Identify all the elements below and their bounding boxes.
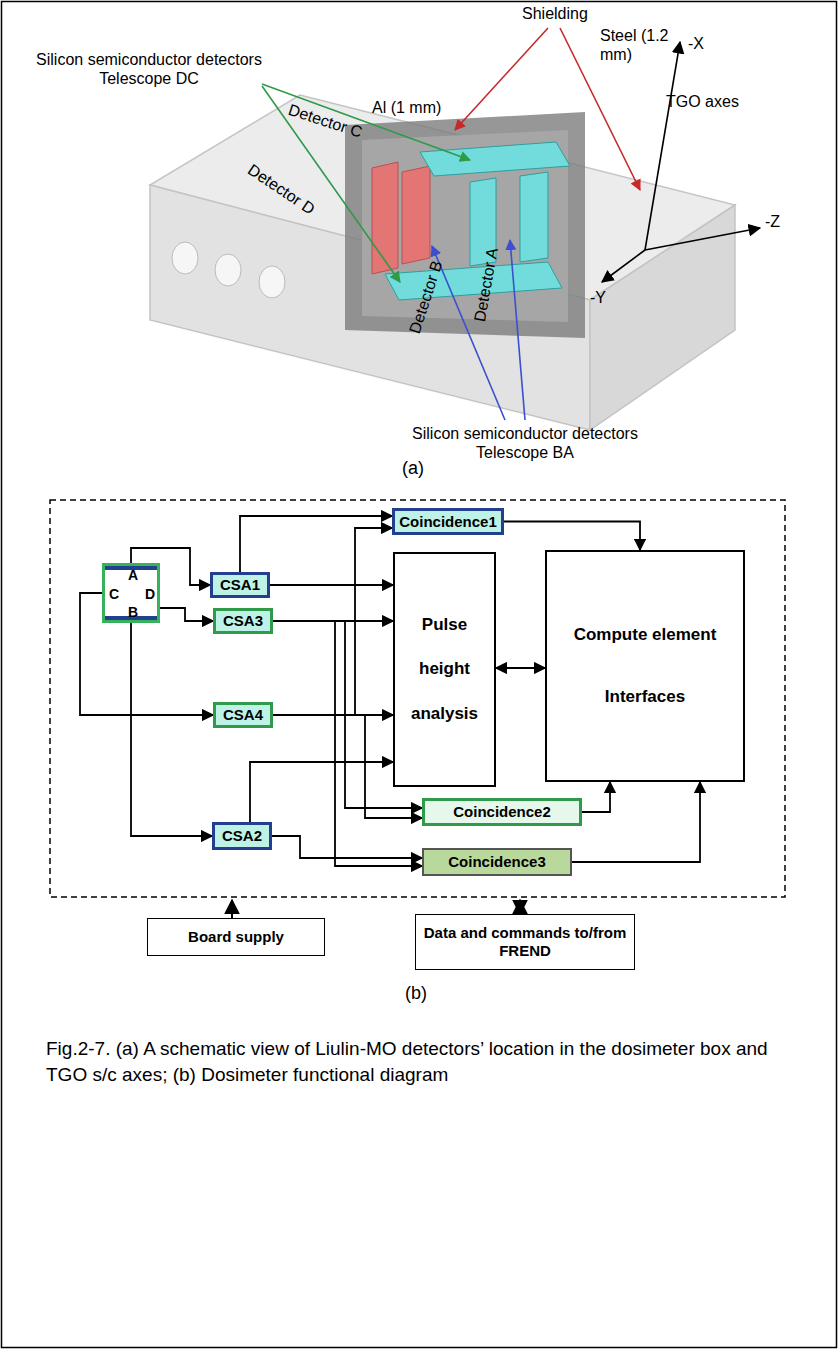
node-text: Compute element [574,625,717,645]
signal-connector [272,836,422,858]
supply-box: Board supply [147,918,325,956]
amplifier-box: CSA1 [210,572,270,598]
node-text: CSA1 [220,576,260,594]
signal-connector [582,782,610,812]
node-text: A [128,567,138,584]
coincidence-box: Coincidence1 [392,508,504,535]
node-text: B [128,604,138,621]
annotation-label: -X [688,34,704,53]
annotation-label: -Z [765,212,780,231]
node-text: Board supply [188,928,284,946]
annotation-label: Silicon semiconductor detectors Telescop… [385,424,665,462]
node-text: Pulse height analysis [395,603,494,736]
node-text: CSA3 [223,612,263,630]
node-text: CSA4 [223,706,263,724]
signal-connector [240,516,392,572]
node-text: Interfaces [605,687,685,707]
axes [602,42,760,282]
node-text: Data and commands to/from FREND [416,924,634,960]
signal-connector [496,667,545,669]
figure-caption: Fig.2-7. (a) A schematic view of Liulin-… [46,1036,798,1087]
interface-box: Data and commands to/from FREND [415,914,635,970]
annotation-label: Silicon semiconductor detectors Telescop… [36,50,262,88]
supply-arrow [231,900,233,918]
annotation-label: Steel (1.2 mm) [600,26,680,64]
annotation-label: Al (1 mm) [372,98,441,117]
annotation-label: (a) [402,458,424,480]
node-text: Coincidence3 [448,853,546,871]
signal-connector [250,762,393,822]
signal-connector [270,584,393,586]
amplifier-box: CSA2 [212,822,272,850]
detector-plates [372,142,570,300]
annotation-label: TGO axes [666,92,739,111]
signal-connector [504,522,640,551]
annotation-label: (b) [405,983,427,1005]
node-text: D [145,586,155,603]
node-text: CSA2 [222,827,262,845]
leader-lines [262,28,640,420]
signal-connector [160,608,213,621]
coincidence-box: Coincidence2 [422,798,582,826]
detector-block: AC DB [102,563,160,623]
coincidence-box: Coincidence3 [422,848,572,876]
amplifier-box: CSA4 [213,702,273,728]
node-text: Coincidence1 [399,513,497,531]
amplifier-box: CSA3 [213,608,273,634]
annotation-label: -Y [590,288,606,307]
annotation-label: Shielding [522,4,588,23]
node-text: C [109,586,119,603]
node-text: Coincidence2 [453,803,551,821]
analyzer-box: Pulse height analysis [393,552,496,787]
board-frame [50,500,785,897]
shielding-cavity [345,112,585,338]
signal-connector [131,623,212,836]
dosimeter-box [150,95,735,430]
data-arrow [519,900,521,914]
signal-connector [572,782,700,862]
compute-box: Compute elementInterfaces [545,550,745,782]
